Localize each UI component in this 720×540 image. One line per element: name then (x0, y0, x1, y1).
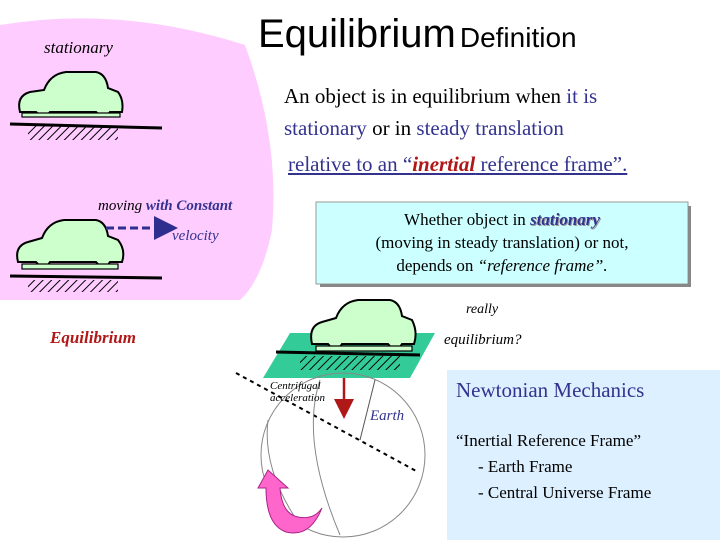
page-title: Equilibrium Definition (258, 12, 577, 57)
moving-label: moving with Constant (98, 198, 233, 214)
earth-axis (235, 372, 419, 473)
box-line-1: Whether object in stationary (404, 210, 600, 229)
earth-meridian (312, 379, 341, 536)
definition-line-2: stationary or in steady translation (284, 116, 564, 140)
platform-car (310, 299, 417, 352)
stationary-ground-hatch (28, 126, 118, 140)
inertial-frame-line: relative to an “inertial reference frame… (288, 152, 628, 176)
reference-frame-box-shadow (688, 206, 691, 286)
box-line-2: (moving in steady translation) or not, (375, 233, 629, 252)
moving-ground-line (9, 274, 163, 280)
reference-frame-text: Whether object in stationary (moving in … (316, 208, 688, 277)
inertial-frame-heading: “Inertial Reference Frame” (456, 431, 641, 450)
earth-label: Earth (370, 408, 405, 424)
moving-ground-hatch (28, 280, 118, 292)
equilibrium-question-label: equilibrium? (444, 332, 522, 348)
tilt-line (359, 379, 376, 441)
with-constant-label: with Constant (145, 198, 233, 214)
newtonian-body: “Inertial Reference Frame” - Earth Frame… (456, 428, 651, 506)
inertial-word: inertial (412, 152, 476, 176)
moving-car (16, 219, 125, 270)
really-label: really (466, 302, 499, 317)
frame-item-universe: - Central Universe Frame (478, 483, 652, 502)
equilibrium-label: Equilibrium (50, 328, 136, 347)
newtonian-panel (447, 370, 720, 540)
definition-text: An object is in equilibrium when it is s… (284, 80, 704, 144)
earth-meridian-left (266, 419, 301, 526)
earth-circle (260, 372, 426, 538)
definition-line-1: An object is in equilibrium when it is (284, 84, 598, 108)
frame-item-earth: - Earth Frame (478, 457, 573, 476)
reference-frame-box-shadow-b (320, 284, 691, 287)
platform-ground-line (275, 350, 421, 357)
newtonian-title: Newtonian Mechanics (456, 378, 645, 402)
platform-hatch (300, 356, 400, 370)
rotation-arrow (257, 469, 323, 534)
velocity-label: velocity (172, 228, 219, 244)
stationary-car (18, 71, 124, 118)
box-line-3: depends on “reference frame”. (396, 256, 608, 275)
stationary-label: stationary (44, 38, 113, 57)
reference-frame-box (315, 201, 689, 285)
title-sub: Definition (459, 22, 577, 53)
centrifugal-label: Centrifugal acceleration (270, 380, 325, 404)
title-main: Equilibrium (258, 12, 456, 56)
